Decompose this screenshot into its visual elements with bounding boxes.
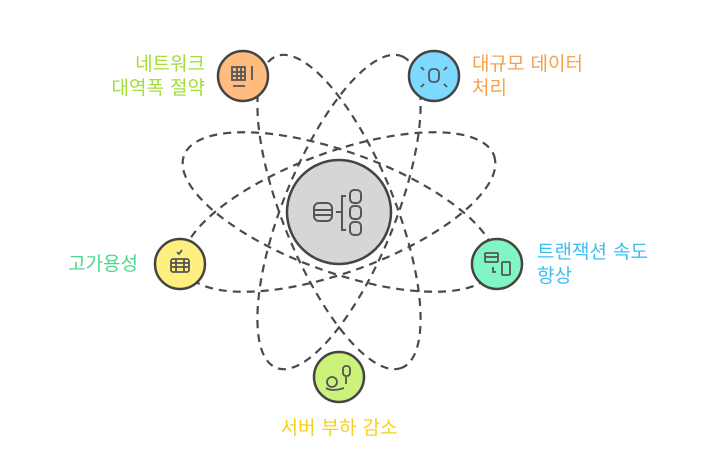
table-resize-icon — [231, 66, 253, 87]
label-network-bandwidth: 네트워크 대역폭 절약 — [112, 52, 205, 100]
label-line: 트랜잭션 속도 — [537, 241, 648, 263]
database-expand-icon — [420, 66, 448, 88]
label-line: 서버 부하 감소 — [280, 417, 398, 439]
label-line: 향상 — [537, 265, 572, 287]
node-transaction-circle[interactable] — [470, 237, 524, 291]
label-line: 네트워크 — [135, 53, 205, 75]
server-check-icon — [170, 249, 190, 273]
orbit-ellipse — [256, 53, 422, 371]
label-line: 고가용성 — [68, 253, 138, 275]
node-serverload-circle[interactable] — [312, 350, 366, 404]
orbit-ellipse — [256, 53, 422, 371]
gear-database-icon — [325, 365, 351, 391]
label-line: 대규모 데이터 — [472, 53, 583, 75]
label-availability: 고가용성 — [68, 252, 138, 276]
label-line: 처리 — [472, 77, 507, 99]
label-line: 대역폭 절약 — [111, 77, 205, 99]
database-hierarchy-icon — [313, 189, 362, 236]
label-transaction-speed: 트랜잭션 속도 향상 — [537, 240, 648, 288]
node-bigdata-circle[interactable] — [407, 49, 461, 103]
card-to-phone-icon — [484, 252, 511, 276]
label-bigdata: 대규모 데이터 처리 — [472, 52, 583, 100]
label-server-load: 서버 부하 감소 — [269, 416, 409, 440]
node-availability-circle[interactable] — [153, 237, 207, 291]
orbit-ellipse — [181, 131, 497, 293]
